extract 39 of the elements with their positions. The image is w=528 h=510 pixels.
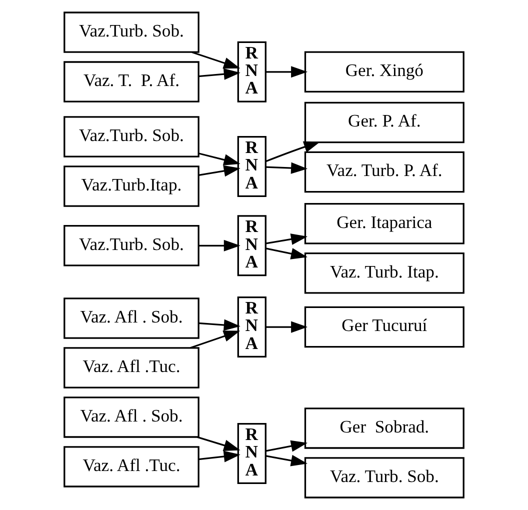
node-box: Vaz. T. P. Af.: [64, 61, 200, 102]
arrow: [266, 234, 308, 245]
arrow: [192, 51, 240, 69]
arrow: [266, 141, 320, 162]
node-box: Vaz. Turb. P. Af.: [304, 151, 464, 193]
arrow: [190, 330, 240, 349]
arrow: [266, 248, 308, 260]
arrow: [198, 165, 240, 177]
node-box: Vaz. Afl .Tuc.: [64, 347, 200, 388]
arrow: [266, 321, 308, 333]
node-box: Ger. Itaparica: [304, 203, 464, 244]
node-box: Vaz. Turb. Sob.: [304, 457, 464, 498]
node-box: Ger Sobrad.: [304, 408, 464, 449]
node-box: Vaz.Turb. Sob.: [64, 12, 200, 53]
arrow: [198, 152, 240, 166]
node-box: Ger Tucuruí: [304, 306, 464, 348]
arrow: [196, 436, 240, 451]
node-box: R N A: [237, 296, 266, 358]
node-box: Ger. P. Af.: [304, 102, 464, 144]
arrow: [198, 319, 240, 331]
arrow: [266, 66, 308, 78]
node-box: Vaz. Turb. Itap.: [304, 252, 464, 294]
arrow: [198, 68, 240, 80]
arrow: [198, 450, 240, 462]
arrow: [198, 240, 240, 252]
node-box: Vaz. Afl . Sob.: [64, 298, 200, 339]
node-box: R N A: [237, 215, 266, 276]
arrow: [266, 162, 308, 174]
node-box: Vaz. Afl . Sob.: [64, 396, 200, 438]
node-box: Vaz.Turb.Itap.: [64, 166, 200, 207]
arrow: [266, 440, 308, 452]
node-box: R N A: [237, 41, 266, 102]
node-box: Vaz.Turb. Sob.: [64, 116, 200, 158]
node-box: R N A: [237, 136, 266, 197]
node-box: R N A: [237, 422, 266, 484]
node-box: Vaz. Afl .Tuc.: [64, 446, 200, 488]
node-box: Vaz.Turb. Sob.: [64, 225, 200, 266]
node-box: Ger. Xingó: [304, 51, 464, 93]
arrow: [266, 454, 308, 466]
